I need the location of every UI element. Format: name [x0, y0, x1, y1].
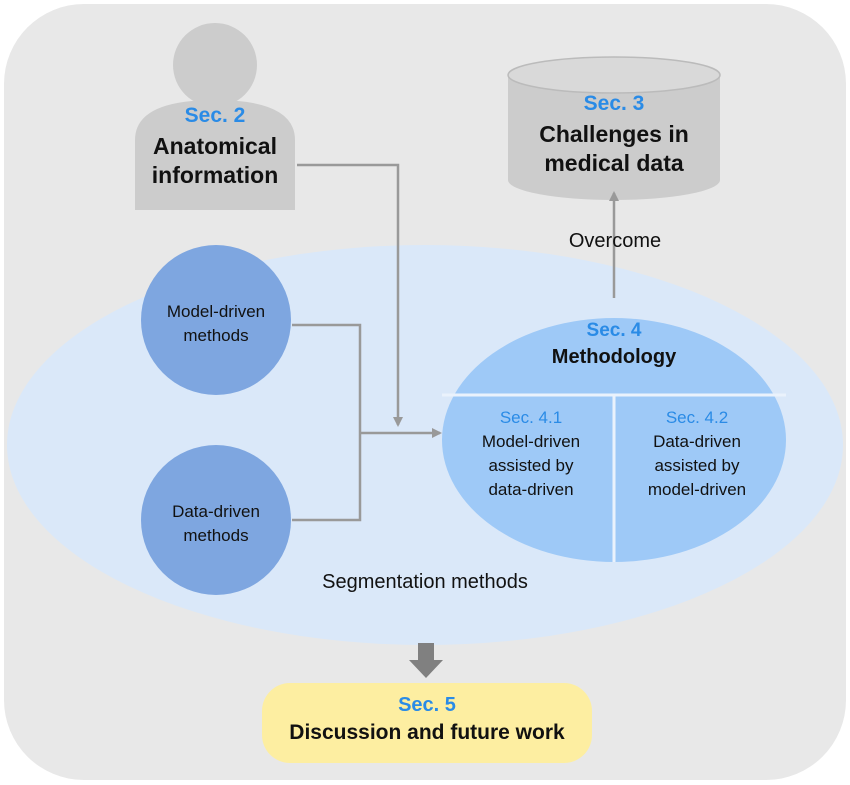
- down-arrow-icon: [409, 643, 443, 678]
- person-icon: [135, 23, 295, 210]
- methodology-right-line2: assisted by: [654, 456, 740, 475]
- anatomy-title-line2: information: [151, 162, 279, 188]
- methodology-left-line3: data-driven: [488, 480, 574, 499]
- methodology-left-line2: assisted by: [488, 456, 574, 475]
- model-driven-circle: [141, 245, 291, 395]
- discussion-sec-label: Sec. 5: [398, 694, 456, 716]
- methodology-ellipse: [442, 318, 786, 562]
- data-driven-circle: [141, 445, 291, 595]
- methodology-right-line3: model-driven: [647, 480, 747, 499]
- anatomy-sec-label: Sec. 2: [184, 104, 246, 127]
- methodology-right-line1: Data-driven: [653, 432, 741, 451]
- database-icon: [507, 56, 721, 200]
- methodology-title: Methodology: [551, 346, 677, 368]
- discussion-title: Discussion and future work: [289, 721, 565, 744]
- methodology-left-line1: Model-driven: [481, 432, 581, 451]
- data-driven-line1: Data-driven: [172, 502, 260, 521]
- discussion-box: [262, 683, 592, 763]
- model-driven-line2: methods: [183, 326, 249, 345]
- data-driven-line2: methods: [183, 526, 249, 545]
- methodology-right-sec: Sec. 4.2: [665, 408, 729, 427]
- anatomy-title-line1: Anatomical: [153, 133, 277, 159]
- challenges-title-line1: Challenges in: [539, 121, 689, 147]
- model-driven-line1: Model-driven: [166, 302, 266, 321]
- challenges-title-line2: medical data: [544, 150, 684, 176]
- segmentation-label: Segmentation methods: [322, 571, 528, 593]
- methodology-left-sec: Sec. 4.1: [499, 408, 563, 427]
- data-driven-connector: [292, 433, 362, 522]
- methodology-sec-label: Sec. 4: [586, 320, 642, 341]
- model-driven-connector: [292, 323, 362, 433]
- challenges-sec-label: Sec. 3: [583, 92, 645, 115]
- overcome-label: Overcome: [568, 230, 662, 252]
- anatomy-connector: [297, 163, 403, 427]
